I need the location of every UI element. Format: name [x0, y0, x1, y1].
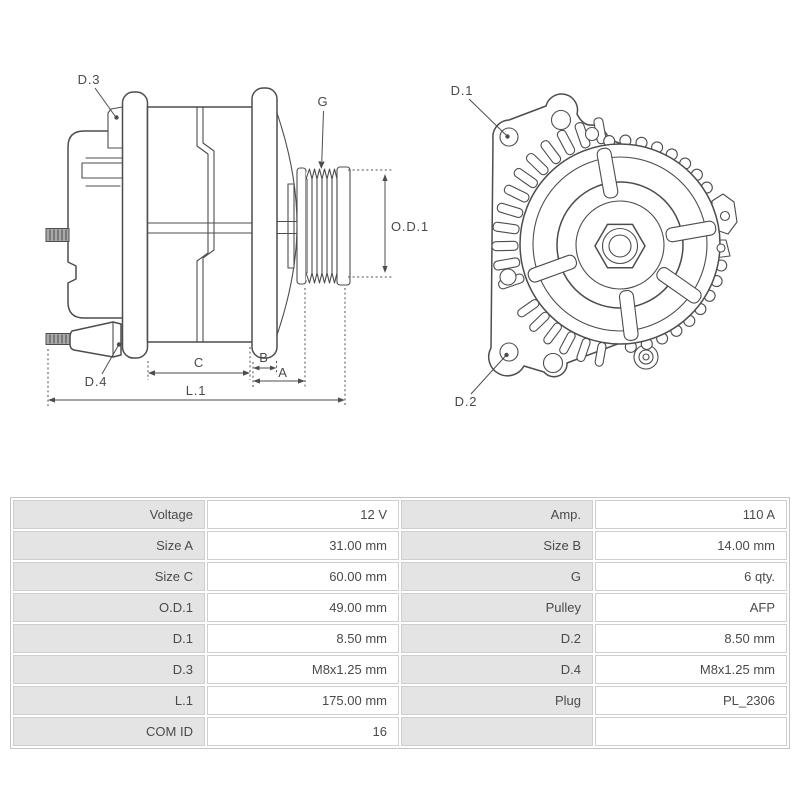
leader-g — [318, 110, 325, 169]
terminal-block — [81, 162, 124, 179]
leader-d4 — [101, 342, 122, 375]
dim-label-d2: D.2 — [455, 394, 478, 409]
dim-label-od1: O.D.1 — [391, 219, 429, 234]
dimension-od1 — [382, 174, 388, 273]
front-bracket-arm — [251, 87, 278, 359]
spec-value-cell: PL_2306 — [595, 686, 787, 715]
dim-label-d3: D.3 — [78, 72, 101, 87]
shaft-flange — [287, 183, 295, 269]
dim-label-d1: D.1 — [451, 83, 474, 98]
spec-value-cell: 16 — [207, 717, 399, 746]
rear-ear — [107, 106, 124, 149]
leader-d2 — [470, 352, 509, 395]
dim-label-l1: L.1 — [186, 383, 206, 398]
dimension-b — [253, 365, 277, 371]
side-view: D.3 G O.D.1 D.4 C B A L.1 — [45, 72, 429, 406]
leader-d1 — [468, 98, 510, 139]
spec-value-cell: 14.00 mm — [595, 531, 787, 560]
spec-label-cell: Size C — [13, 562, 205, 591]
spec-value-cell — [595, 717, 787, 746]
dimension-a — [253, 378, 305, 384]
dim-label-c: C — [194, 355, 204, 370]
spec-value-cell: 8.50 mm — [595, 624, 787, 653]
spokes — [527, 147, 717, 341]
spec-value-cell: 60.00 mm — [207, 562, 399, 591]
dim-label-d4: D.4 — [85, 374, 108, 389]
spec-label-cell: D.1 — [13, 624, 205, 653]
extension-lines — [47, 169, 393, 406]
terminal-stud-top — [45, 228, 70, 242]
spec-value-cell: 8.50 mm — [207, 624, 399, 653]
spec-label-cell: O.D.1 — [13, 593, 205, 622]
spec-value-cell: 6 qty. — [595, 562, 787, 591]
rear-bracket-arm — [121, 91, 149, 359]
spec-value-cell: 175.00 mm — [207, 686, 399, 715]
front-view: D.1 D.2 — [451, 83, 738, 409]
spec-label-cell: Size A — [13, 531, 205, 560]
leader-d3 — [94, 87, 119, 120]
spec-label-cell: L.1 — [13, 686, 205, 715]
pulley — [296, 166, 351, 286]
spec-value-cell: M8x1.25 mm — [595, 655, 787, 684]
spec-label-cell: Plug — [401, 686, 593, 715]
dim-label-g: G — [318, 94, 329, 109]
vent-slots-lower — [517, 299, 607, 367]
spec-label-cell: D.2 — [401, 624, 593, 653]
spec-label-cell: D.3 — [13, 655, 205, 684]
shaft-nut — [594, 223, 646, 269]
dim-label-b: B — [259, 350, 268, 365]
plug-housing — [69, 321, 122, 358]
spec-value-cell: AFP — [595, 593, 787, 622]
spec-value-cell: M8x1.25 mm — [207, 655, 399, 684]
stator-body — [146, 106, 254, 343]
spec-label-cell: Voltage — [13, 500, 205, 529]
spec-label-cell: COM ID — [13, 717, 205, 746]
spec-label-cell — [401, 717, 593, 746]
dimension-l1 — [48, 397, 345, 403]
spec-label-cell: Amp. — [401, 500, 593, 529]
spec-label-cell: Pulley — [401, 593, 593, 622]
rear-cover — [67, 130, 124, 319]
spec-value-cell: 12 V — [207, 500, 399, 529]
spec-value-cell: 110 A — [595, 500, 787, 529]
spec-label-cell: G — [401, 562, 593, 591]
spec-label-cell: Size B — [401, 531, 593, 560]
alternator-technical-drawing: D.3 G O.D.1 D.4 C B A L.1 — [45, 72, 738, 409]
spec-value-cell: 31.00 mm — [207, 531, 399, 560]
terminal-stud-bottom — [45, 333, 73, 345]
spec-value-cell: 49.00 mm — [207, 593, 399, 622]
dim-label-a: A — [278, 365, 287, 380]
spec-label-cell: D.4 — [401, 655, 593, 684]
dimension-c — [148, 370, 250, 376]
diagram-svg: D.3 G O.D.1 D.4 C B A L.1 — [45, 72, 738, 409]
